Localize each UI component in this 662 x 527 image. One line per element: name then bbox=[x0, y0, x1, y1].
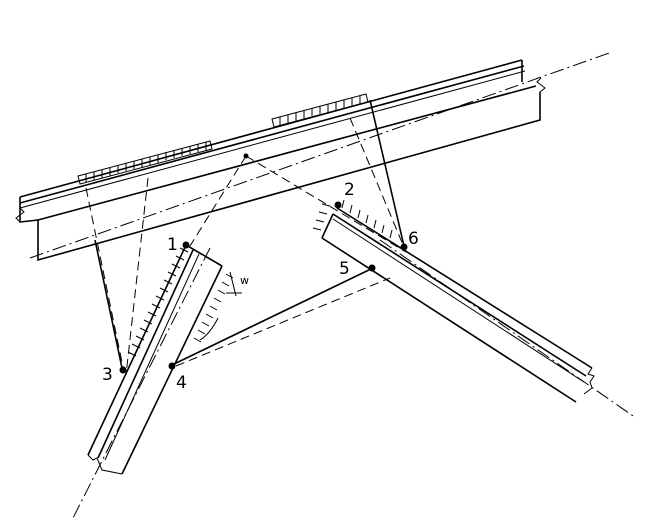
node-point-1 bbox=[182, 241, 190, 249]
right-diagonal-member bbox=[321, 207, 595, 403]
top-chord-break-left bbox=[15, 207, 25, 223]
top-chord bbox=[15, 59, 546, 262]
top-chord-centre-line bbox=[29, 51, 613, 259]
right-diag-edge-1 bbox=[336, 207, 593, 369]
node-label-1: 1 bbox=[167, 235, 178, 255]
node-point-3 bbox=[119, 366, 127, 374]
right-diag-edge-3 bbox=[321, 237, 577, 403]
top-chord-flange-line bbox=[19, 65, 525, 204]
left-diagonal-member bbox=[87, 244, 223, 475]
node-label-5: 5 bbox=[339, 259, 350, 279]
left-diag-edge-1 bbox=[87, 244, 187, 456]
left-diag-end bbox=[185, 244, 223, 267]
weld-left-diag-heel bbox=[127, 247, 189, 357]
weld-right-diag-heel bbox=[341, 199, 393, 239]
weld-size-label: w bbox=[240, 274, 249, 287]
node-point-2 bbox=[334, 201, 342, 209]
node-label-2: 2 bbox=[344, 180, 355, 200]
top-chord-flange-line-2 bbox=[19, 70, 526, 209]
top-chord-break-right bbox=[536, 77, 546, 93]
weld-left-diag-toe bbox=[193, 273, 234, 343]
right-diag-centre-line bbox=[379, 239, 637, 419]
construction-lines bbox=[85, 117, 407, 376]
right-diag-flange bbox=[332, 218, 585, 383]
left-diag-centre-line bbox=[71, 247, 211, 521]
weld-right-diag-end bbox=[312, 203, 331, 231]
right-diag-end bbox=[321, 213, 334, 239]
left-diag-edge-2 bbox=[97, 249, 194, 459]
node-point-4 bbox=[168, 362, 176, 370]
gusset-right-edge bbox=[369, 99, 405, 247]
node-point-6 bbox=[400, 243, 408, 251]
node-point-5 bbox=[368, 264, 376, 272]
left-diag-break bbox=[87, 454, 123, 475]
right-diag-break bbox=[583, 367, 595, 395]
weld-top-left bbox=[77, 140, 213, 185]
left-diag-edge-3 bbox=[121, 265, 223, 475]
weld-top-right bbox=[271, 93, 369, 128]
left-diag-flange bbox=[104, 253, 200, 461]
top-chord-outline bbox=[19, 92, 541, 262]
node-label-3: 3 bbox=[102, 365, 113, 385]
top-chord-web-line bbox=[37, 85, 537, 221]
node-label-4: 4 bbox=[176, 373, 187, 393]
weld-angle-arc bbox=[199, 317, 219, 341]
gusset-left-edge bbox=[94, 239, 123, 369]
node-point-top-chord bbox=[243, 153, 249, 159]
weld-size-mark: w bbox=[199, 271, 249, 341]
gusset-plate bbox=[94, 99, 405, 369]
node-label-6: 6 bbox=[408, 229, 419, 249]
gusset-bottom-edge bbox=[171, 267, 374, 366]
top-chord-top-edge bbox=[19, 59, 523, 198]
